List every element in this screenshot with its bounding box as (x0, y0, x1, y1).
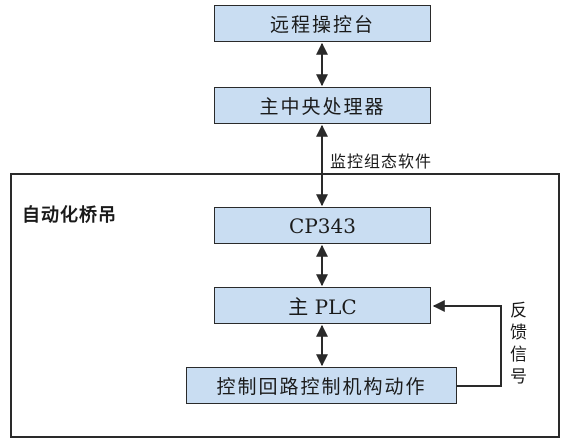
control-loop-node: 控制回路控制机构动作 (186, 367, 457, 404)
remote-console-node: 远程操控台 (214, 5, 431, 42)
feedback-char: 号 (510, 367, 528, 387)
cp343-node: CP343 (214, 207, 431, 244)
arrow-feedback-loop (432, 300, 502, 387)
feedback-signal-label: 反 馈 信 号 (508, 300, 530, 388)
container-title: 自动化桥吊 (22, 205, 117, 226)
connector-layer (316, 42, 502, 387)
main-cpu-node: 主中央处理器 (214, 87, 431, 124)
main-plc-node: 主 PLC (214, 287, 431, 324)
feedback-char: 馈 (510, 323, 528, 343)
feedback-char: 信 (510, 345, 528, 365)
scada-software-label: 监控组态软件 (330, 152, 433, 171)
feedback-char: 反 (510, 301, 528, 321)
